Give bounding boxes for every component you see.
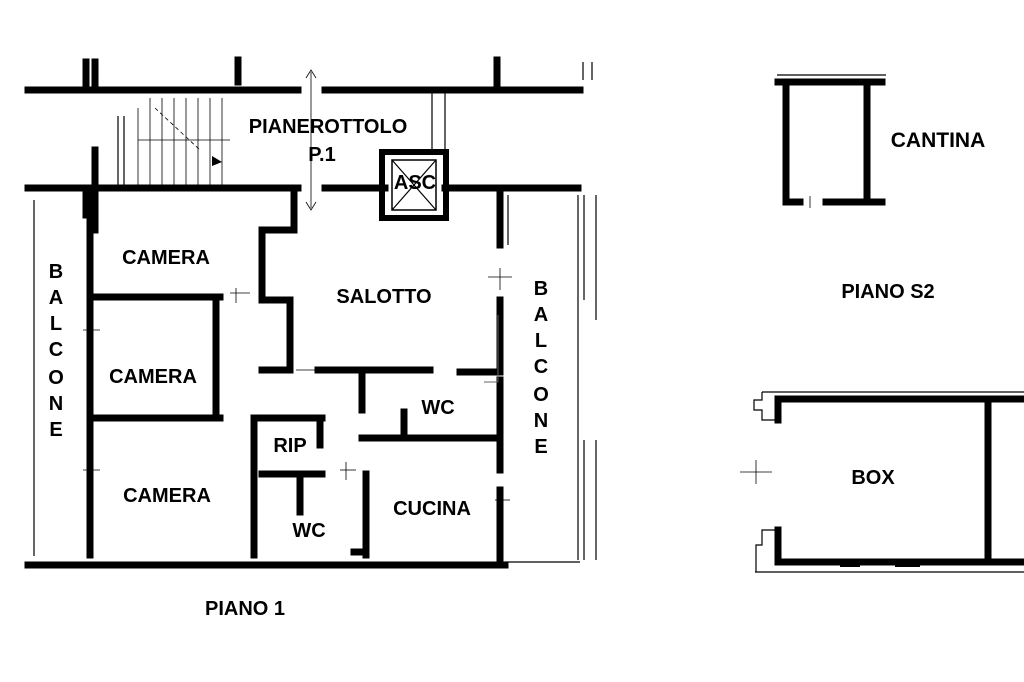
room-label-bedroom-middle: CAMERA (109, 366, 197, 388)
room-label-storage: RIP (273, 435, 306, 457)
balcony-right-letter: E (534, 436, 547, 458)
balcony-left-letter: C (49, 339, 63, 361)
garage-walls (740, 391, 1024, 573)
balcony-right-letter: B (534, 278, 548, 300)
balcony-left-letter: O (48, 367, 64, 389)
room-label-landing-floor: P.1 (308, 144, 335, 166)
elevator-shaft (379, 149, 449, 221)
room-label-living-room: SALOTTO (336, 286, 431, 308)
room-label-bedroom-bottom: CAMERA (123, 485, 211, 507)
balcony-left-letter: N (49, 393, 63, 415)
room-label-landing: PIANEROTTOLO (249, 116, 408, 138)
room-label-cellar: CANTINA (891, 129, 986, 152)
room-label-kitchen: CUCINA (393, 498, 471, 520)
room-label-bathroom-right: WC (421, 397, 454, 419)
balcony-right-label: B A L C O N E (533, 278, 549, 458)
floor-label-piano-1: PIANO 1 (205, 598, 285, 620)
balcony-left-letter: A (49, 287, 63, 309)
landing-door-arrow (305, 69, 317, 211)
balcony-left-letter: E (49, 419, 62, 441)
room-label-bathroom-left: WC (292, 520, 325, 542)
balcony-left-letter: L (50, 313, 62, 335)
balcony-right-letter: C (534, 356, 548, 378)
room-label-bedroom-top: CAMERA (122, 247, 210, 269)
room-label-elevator: ASC (394, 172, 436, 194)
room-label-garage: BOX (851, 467, 895, 489)
floor-1-walls (24, 56, 597, 569)
balcony-right-letter: A (534, 304, 548, 326)
balcony-right-letter: L (535, 330, 547, 352)
balcony-left-letter: B (49, 261, 63, 283)
balcony-left-label: B A L C O N E (48, 261, 64, 441)
cellar-walls (774, 74, 886, 208)
floor-label-piano-s2: PIANO S2 (841, 281, 934, 303)
balcony-right-letter: N (534, 410, 548, 432)
stairs (137, 98, 230, 185)
door-ticks (83, 268, 512, 501)
balcony-right-letter: O (533, 384, 549, 406)
